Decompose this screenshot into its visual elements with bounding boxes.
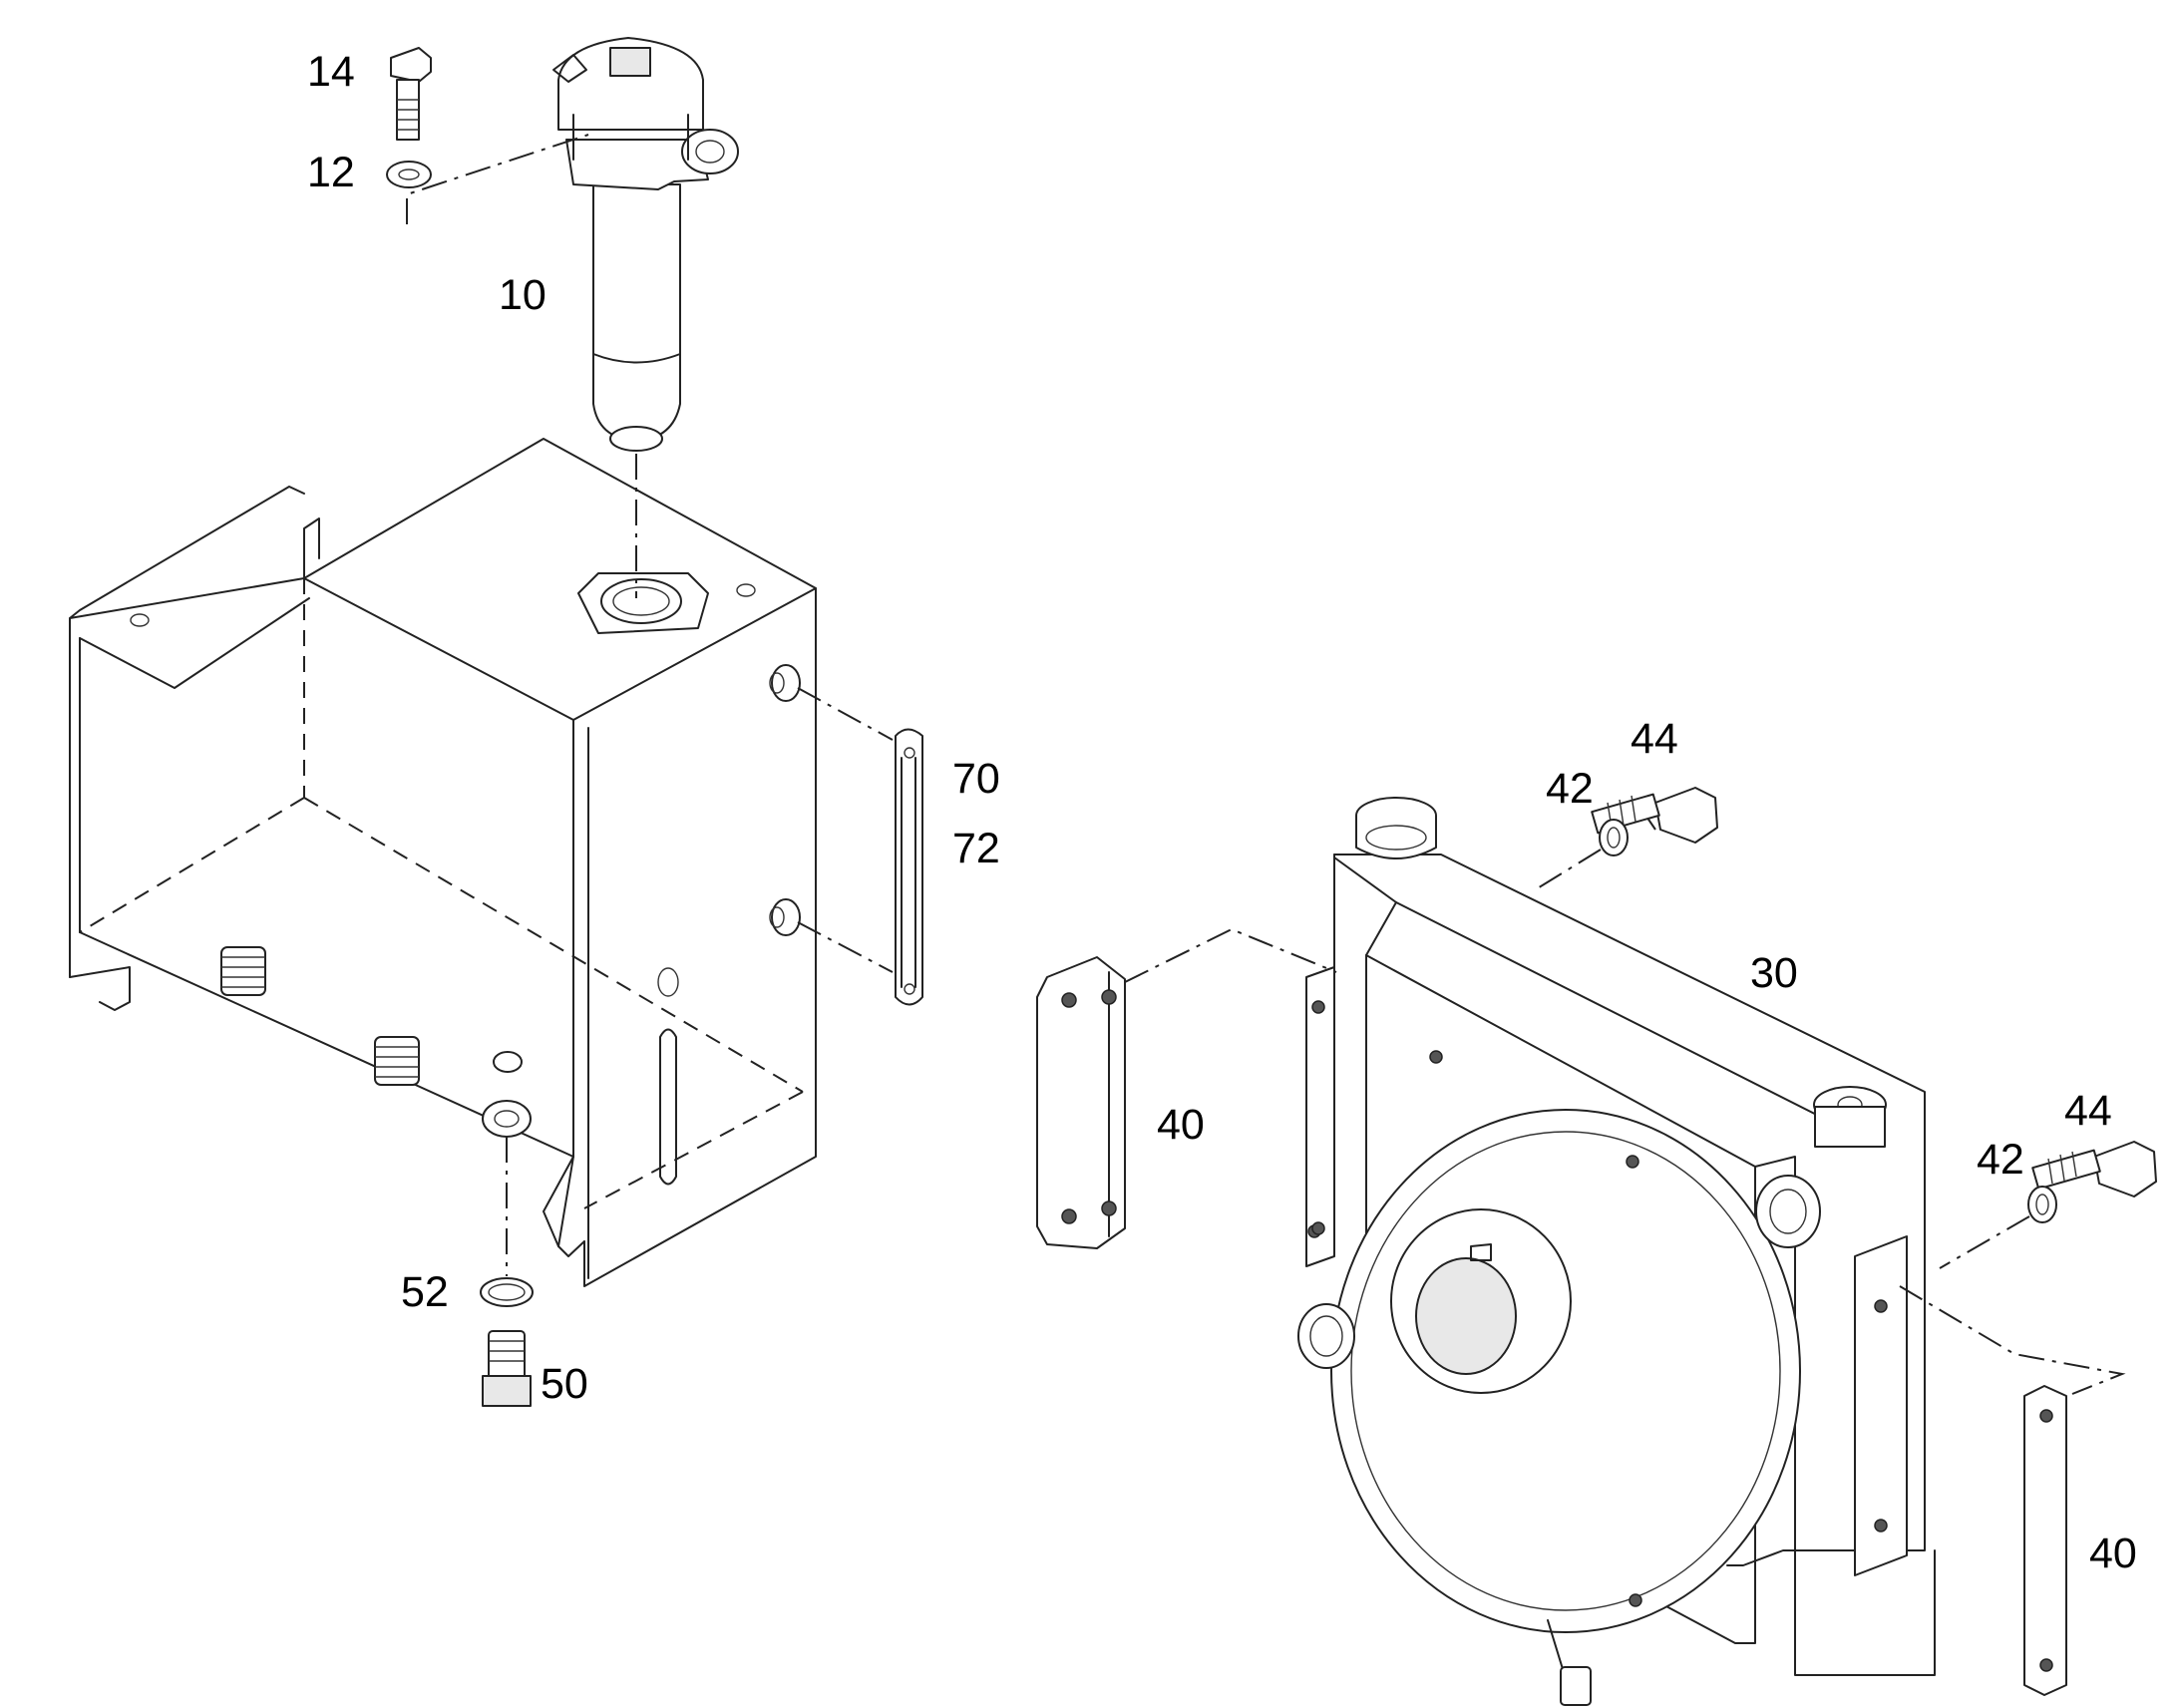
callout-44-right: 44	[2064, 1087, 2112, 1135]
bracket-left-leader	[1124, 927, 1337, 983]
callout-10: 10	[499, 271, 546, 319]
sight-glass-leader-top	[797, 687, 894, 741]
callout-12: 12	[307, 149, 355, 196]
callout-40-right: 40	[2089, 1530, 2137, 1577]
bolt-right-leader	[1939, 1215, 2030, 1269]
bracket-40-right	[2023, 1385, 2067, 1696]
callout-52: 52	[401, 1268, 449, 1316]
seal-ring-52	[480, 1277, 534, 1307]
drain-plug-50	[482, 1330, 532, 1407]
bracket-40-left	[1036, 956, 1126, 1249]
washer-42-top	[1599, 819, 1629, 856]
callout-50: 50	[541, 1360, 588, 1408]
bolt-14	[390, 47, 432, 141]
callout-42-right: 42	[1977, 1136, 2024, 1184]
washer-42-right	[2027, 1186, 2057, 1223]
tank-fitting-left	[220, 946, 266, 996]
bolt-44-right	[2031, 1141, 2157, 1197]
callout-70: 70	[952, 755, 1000, 803]
callout-72: 72	[952, 825, 1000, 872]
filter-bolt-leader	[406, 134, 589, 224]
callout-44-top: 44	[1631, 715, 1678, 763]
washer-12	[386, 161, 432, 188]
tank-fitting-right	[374, 1036, 420, 1086]
oil-cooler	[1297, 797, 1936, 1706]
callout-42-top: 42	[1546, 765, 1594, 813]
sight-glass	[895, 728, 923, 1006]
bolt-top-leader	[1535, 849, 1602, 890]
callout-40-left: 40	[1157, 1101, 1205, 1149]
callout-14: 14	[307, 48, 355, 96]
sight-glass-leader-bottom	[797, 921, 894, 973]
return-filter	[552, 37, 739, 452]
hydraulic-tank	[69, 438, 817, 1287]
bracket-right-leader	[1899, 1285, 2126, 1395]
callout-30: 30	[1750, 949, 1798, 997]
